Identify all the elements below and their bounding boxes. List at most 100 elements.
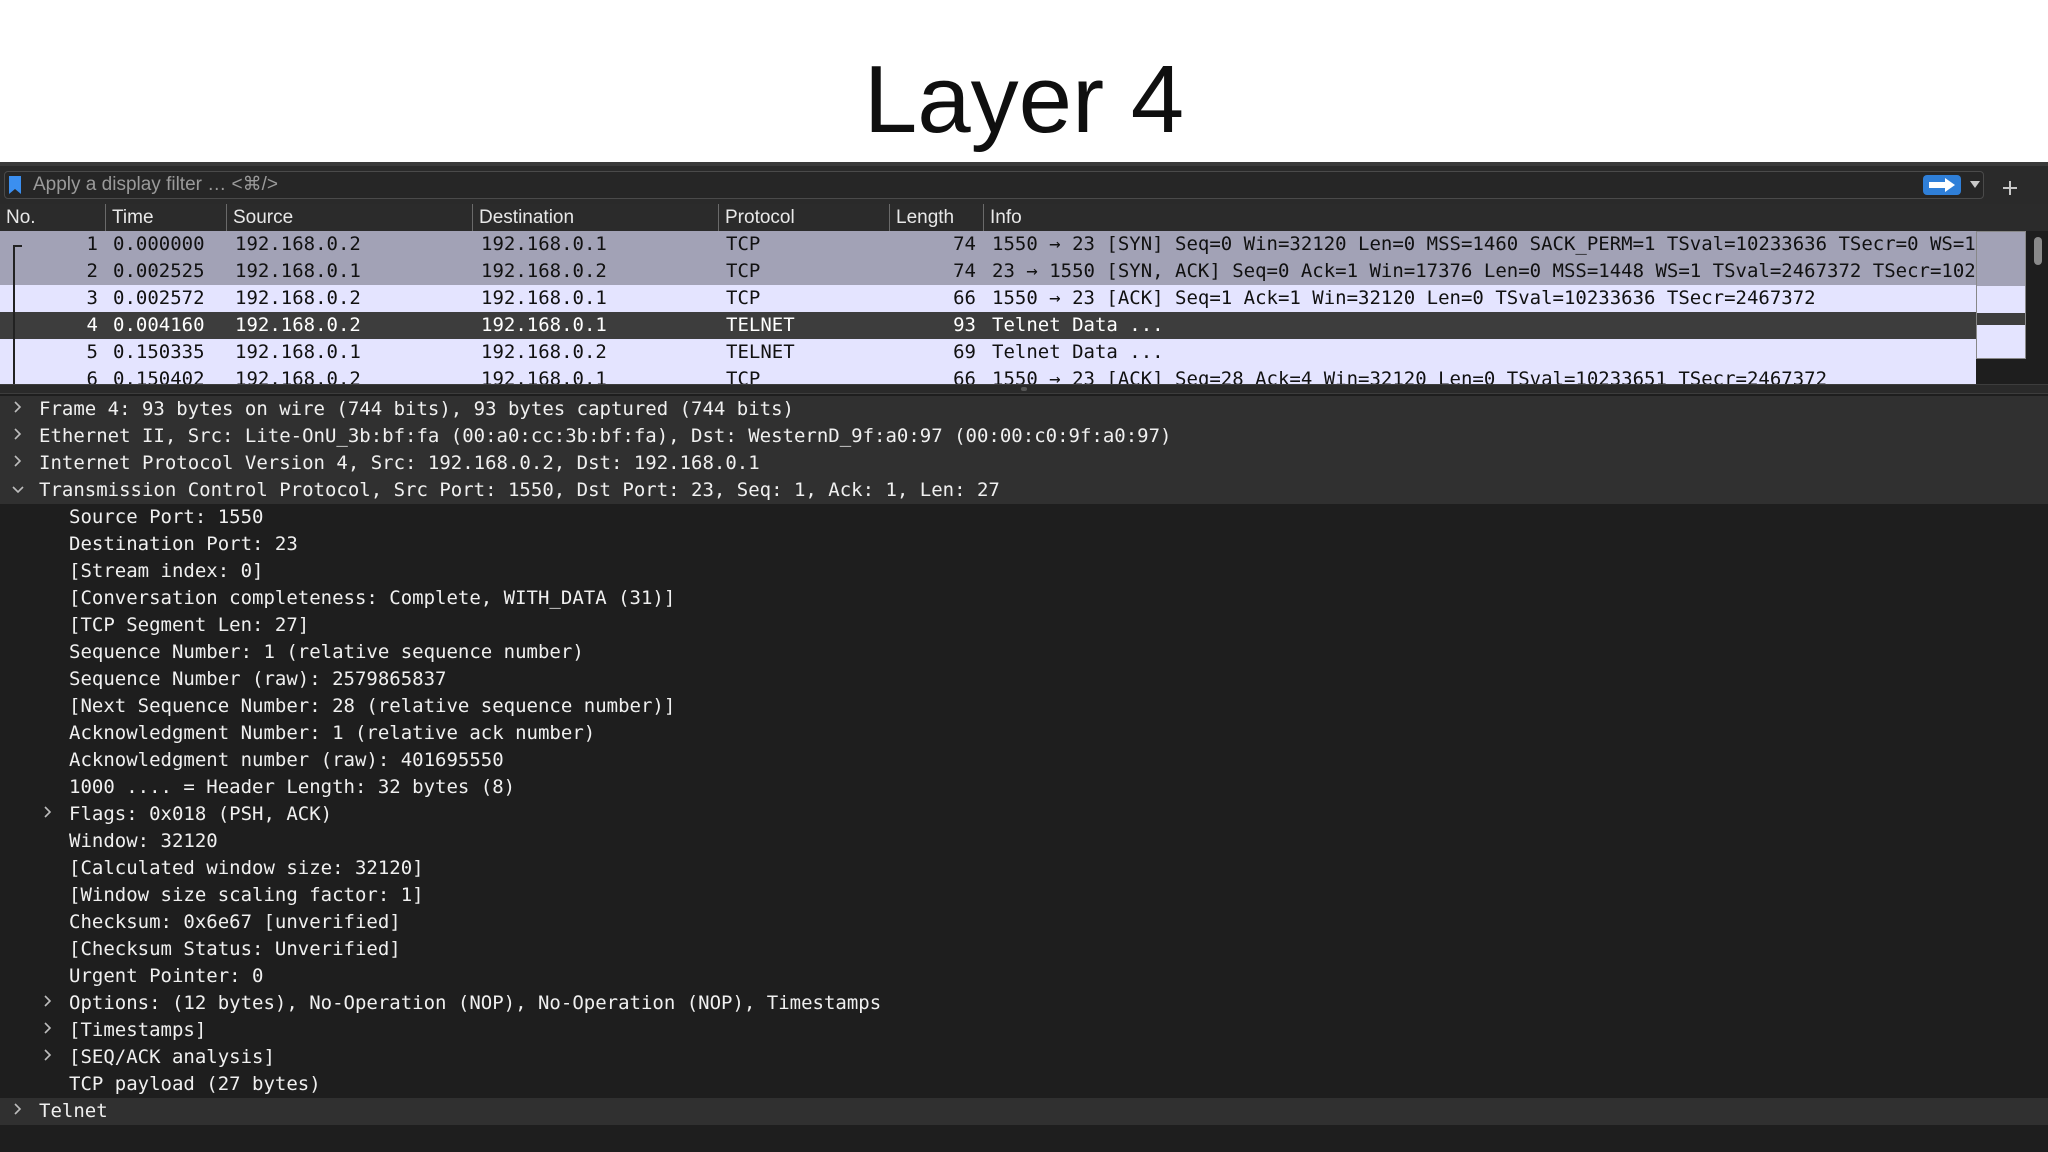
tree-node-field[interactable]: Acknowledgment Number: 1 (relative ack n… bbox=[0, 720, 2048, 747]
bookmark-icon[interactable] bbox=[8, 176, 22, 194]
tree-node-label: Ethernet II, Src: Lite-OnU_3b:bf:fa (00:… bbox=[39, 425, 1172, 447]
packet-list-scrollbar[interactable] bbox=[2030, 231, 2048, 384]
tree-node-label: Urgent Pointer: 0 bbox=[69, 965, 264, 987]
tree-node-protocol[interactable]: Telnet bbox=[0, 1098, 2048, 1125]
packet-cell-length: 66 bbox=[953, 287, 976, 309]
tree-node-label: Options: (12 bytes), No-Operation (NOP),… bbox=[69, 992, 882, 1014]
packet-cell-time: 0.004160 bbox=[113, 314, 205, 336]
chevron-right-icon[interactable] bbox=[38, 990, 58, 1017]
triangle-down-icon bbox=[1970, 181, 1980, 188]
apply-filter-button[interactable] bbox=[1923, 175, 1961, 195]
column-header-time[interactable]: Time bbox=[105, 204, 226, 231]
tree-node-field[interactable]: [Conversation completeness: Complete, WI… bbox=[0, 585, 2048, 612]
tree-node-label: [Window size scaling factor: 1] bbox=[69, 884, 424, 906]
tree-node-field[interactable]: Flags: 0x018 (PSH, ACK) bbox=[0, 801, 2048, 828]
chevron-right-icon[interactable] bbox=[38, 1017, 58, 1044]
packet-cell-no: 2 bbox=[86, 260, 98, 282]
wireshark-window: No. Time Source Destination Protocol Len… bbox=[0, 162, 2048, 1152]
tree-node-label: TCP payload (27 bytes) bbox=[69, 1073, 321, 1095]
chevron-right-icon[interactable] bbox=[38, 801, 58, 828]
tree-node-field[interactable]: [Checksum Status: Unverified] bbox=[0, 936, 2048, 963]
packet-cell-destination: 192.168.0.1 bbox=[481, 314, 607, 336]
tree-node-field[interactable]: Sequence Number (raw): 2579865837 bbox=[0, 666, 2048, 693]
tree-node-field[interactable]: [Window size scaling factor: 1] bbox=[0, 882, 2048, 909]
column-header-no[interactable]: No. bbox=[6, 207, 36, 228]
tree-node-field[interactable]: [Calculated window size: 32120] bbox=[0, 855, 2048, 882]
tree-node-field[interactable]: Checksum: 0x6e67 [unverified] bbox=[0, 909, 2048, 936]
packet-cell-destination: 192.168.0.1 bbox=[481, 287, 607, 309]
tree-node-field[interactable]: 1000 .... = Header Length: 32 bytes (8) bbox=[0, 774, 2048, 801]
column-header-protocol[interactable]: Protocol bbox=[718, 204, 889, 231]
chevron-right-icon[interactable] bbox=[8, 423, 28, 450]
chevron-down-icon[interactable] bbox=[8, 477, 28, 504]
packet-cell-source: 192.168.0.2 bbox=[235, 287, 361, 309]
chevron-right-icon[interactable] bbox=[8, 396, 28, 423]
chevron-right-icon[interactable] bbox=[38, 1044, 58, 1071]
packet-cell-source: 192.168.0.2 bbox=[235, 368, 361, 384]
chevron-right-icon[interactable] bbox=[8, 1098, 28, 1125]
tree-node-protocol[interactable]: Internet Protocol Version 4, Src: 192.16… bbox=[0, 450, 2048, 477]
splitter-handle[interactable] bbox=[1021, 387, 1027, 391]
chevron-right-icon[interactable] bbox=[8, 450, 28, 477]
packet-cell-length: 69 bbox=[953, 341, 976, 363]
tree-node-label: Internet Protocol Version 4, Src: 192.16… bbox=[39, 452, 760, 474]
packet-cell-time: 0.000000 bbox=[113, 233, 205, 255]
tree-node-field[interactable]: Source Port: 1550 bbox=[0, 504, 2048, 531]
pane-splitter[interactable] bbox=[0, 384, 2048, 394]
column-header-info[interactable]: Info bbox=[983, 204, 2048, 231]
packet-cell-length: 66 bbox=[953, 368, 976, 384]
column-header-destination[interactable]: Destination bbox=[472, 204, 718, 231]
arrow-right-icon bbox=[1929, 178, 1955, 192]
packet-cell-protocol: TELNET bbox=[726, 314, 795, 336]
tree-node-field[interactable]: [Timestamps] bbox=[0, 1017, 2048, 1044]
tree-node-field[interactable]: [TCP Segment Len: 27] bbox=[0, 612, 2048, 639]
minimap-band-telnet bbox=[1977, 286, 2025, 313]
display-filter-box bbox=[4, 171, 1984, 199]
tree-node-label: Acknowledgment Number: 1 (relative ack n… bbox=[69, 722, 596, 744]
tree-node-field[interactable]: [Stream index: 0] bbox=[0, 558, 2048, 585]
packet-cell-source: 192.168.0.2 bbox=[235, 314, 361, 336]
tree-node-label: [Next Sequence Number: 28 (relative sequ… bbox=[69, 695, 676, 717]
tree-node-field[interactable]: Urgent Pointer: 0 bbox=[0, 963, 2048, 990]
tree-node-field[interactable]: [Next Sequence Number: 28 (relative sequ… bbox=[0, 693, 2048, 720]
display-filter-input[interactable] bbox=[33, 172, 1913, 198]
tree-node-label: [Checksum Status: Unverified] bbox=[69, 938, 401, 960]
scrollbar-thumb[interactable] bbox=[2034, 237, 2042, 265]
packet-cell-destination: 192.168.0.1 bbox=[481, 368, 607, 384]
tree-node-protocol[interactable]: Transmission Control Protocol, Src Port:… bbox=[0, 477, 2048, 504]
packet-cell-info: 1550 → 23 [SYN] Seq=0 Win=32120 Len=0 MS… bbox=[992, 233, 1976, 255]
add-filter-button[interactable] bbox=[1996, 172, 2024, 200]
tree-node-field[interactable]: Destination Port: 23 bbox=[0, 531, 2048, 558]
packet-cell-info: 23 → 1550 [SYN, ACK] Seq=0 Ack=1 Win=173… bbox=[992, 260, 1976, 282]
packet-cell-info: Telnet Data ... bbox=[992, 341, 1164, 363]
packet-cell-protocol: TCP bbox=[726, 260, 761, 282]
tree-node-label: Source Port: 1550 bbox=[69, 506, 264, 528]
column-header-length[interactable]: Length bbox=[889, 204, 983, 231]
tree-node-protocol[interactable]: Ethernet II, Src: Lite-OnU_3b:bf:fa (00:… bbox=[0, 423, 2048, 450]
tree-node-field[interactable]: Acknowledgment number (raw): 401695550 bbox=[0, 747, 2048, 774]
packet-cell-destination: 192.168.0.2 bbox=[481, 260, 607, 282]
packet-cell-info: Telnet Data ... bbox=[992, 314, 1164, 336]
packet-details-tree: Frame 4: 93 bytes on wire (744 bits), 93… bbox=[0, 394, 2048, 1152]
tree-node-label: Frame 4: 93 bytes on wire (744 bits), 93… bbox=[39, 398, 794, 420]
tree-node-label: Acknowledgment number (raw): 401695550 bbox=[69, 749, 504, 771]
column-header-source[interactable]: Source bbox=[226, 204, 472, 231]
packet-cell-source: 192.168.0.1 bbox=[235, 341, 361, 363]
filter-history-dropdown[interactable] bbox=[1968, 176, 1982, 194]
tree-node-protocol[interactable]: Frame 4: 93 bytes on wire (744 bits), 93… bbox=[0, 396, 2048, 423]
tree-node-field[interactable]: TCP payload (27 bytes) bbox=[0, 1071, 2048, 1098]
tree-node-field[interactable]: Sequence Number: 1 (relative sequence nu… bbox=[0, 639, 2048, 666]
packet-minimap[interactable] bbox=[1976, 231, 2026, 359]
tree-node-field[interactable]: Window: 32120 bbox=[0, 828, 2048, 855]
tree-node-label: Sequence Number (raw): 2579865837 bbox=[69, 668, 447, 690]
tree-node-field[interactable]: Options: (12 bytes), No-Operation (NOP),… bbox=[0, 990, 2048, 1017]
tree-node-label: [TCP Segment Len: 27] bbox=[69, 614, 310, 636]
tree-node-label: [Timestamps] bbox=[69, 1019, 207, 1041]
tree-node-field[interactable]: [SEQ/ACK analysis] bbox=[0, 1044, 2048, 1071]
